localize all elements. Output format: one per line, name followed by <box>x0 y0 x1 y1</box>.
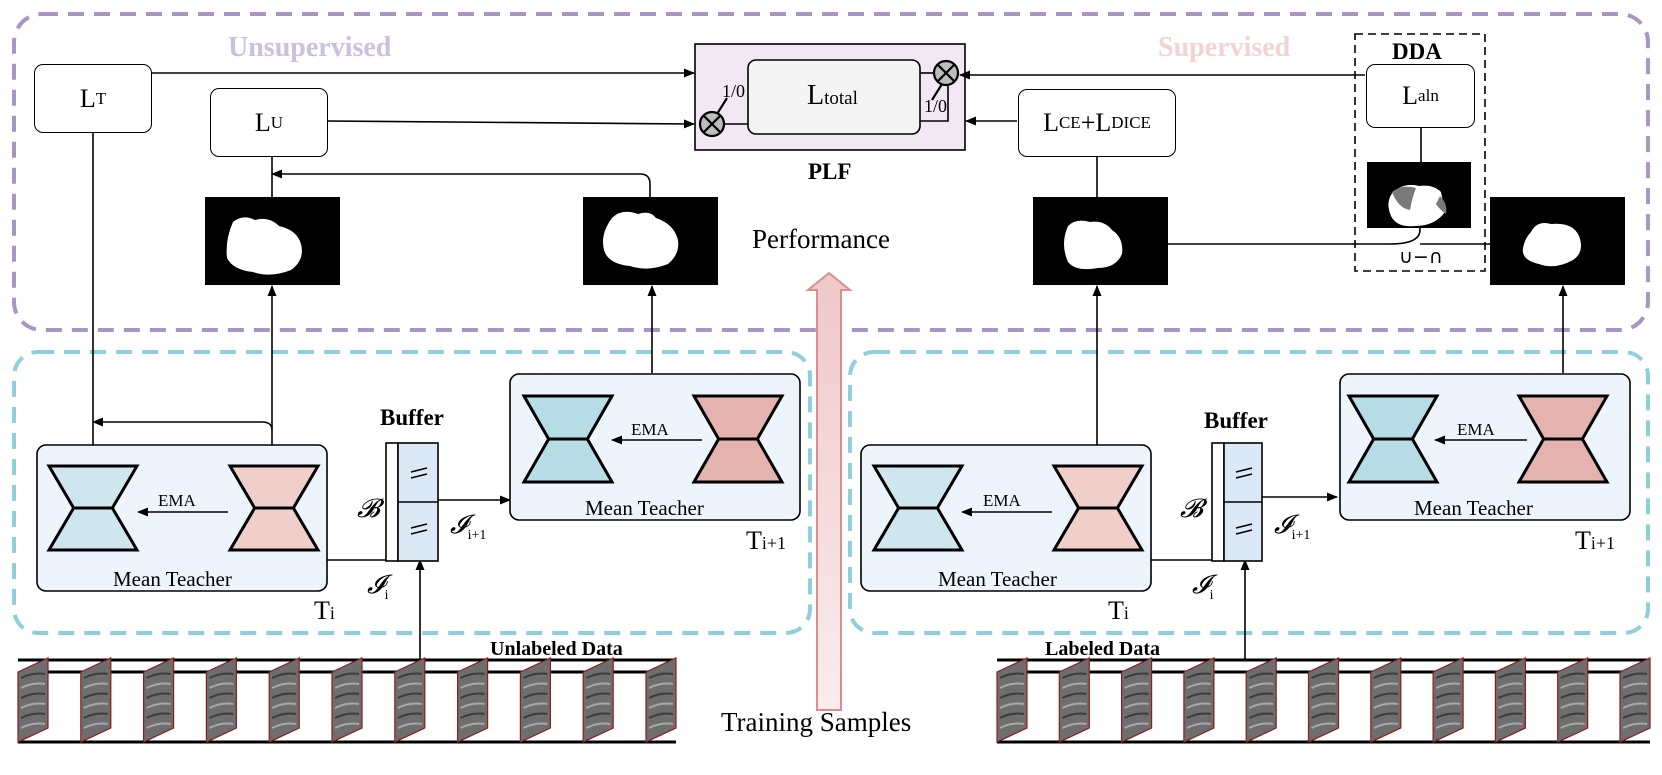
unlabeled-frame-10 <box>582 657 614 743</box>
ema-label-ti1-sup: EMA <box>1457 420 1495 439</box>
loss-lce-main: L <box>1043 108 1059 137</box>
ema-label-ti1-unsup: EMA <box>631 420 669 439</box>
plf-switch-right <box>931 59 960 101</box>
dda-overlap-image <box>1388 184 1447 227</box>
training-samples-label: Training Samples <box>721 707 912 737</box>
loss-lt-sub: T <box>95 88 107 108</box>
labeled-frame-4 <box>1183 657 1215 743</box>
labeled-frame-3 <box>1121 657 1153 743</box>
buffer-title-sup: Buffer <box>1204 408 1268 433</box>
labeled-frame-8 <box>1432 657 1464 743</box>
unlabeled-frame-2 <box>80 657 112 743</box>
buffer-in-label-unsup: 𝓘i <box>367 570 389 604</box>
labeled-frame-5 <box>1245 657 1277 743</box>
blob-sup <box>1064 220 1123 270</box>
labeled-frame-10 <box>1557 657 1589 743</box>
unlabeled-frame-11 <box>645 657 677 743</box>
labeled-frames <box>996 657 1651 744</box>
buffer-title-unsup: Buffer <box>380 405 444 430</box>
loss-ldice-sub: DICE <box>1111 113 1151 132</box>
loss-ltotal-main: L <box>807 80 825 111</box>
dda-title: DDA <box>1392 39 1442 64</box>
loss-lce-sub: CE <box>1058 113 1081 132</box>
teacher-hourglass-ti1-unsup <box>521 394 615 484</box>
unlabeled-frame-7 <box>394 657 426 743</box>
unlabeled-frame-9 <box>519 657 551 743</box>
unlabeled-data-title: Unlabeled Data <box>490 638 623 660</box>
unlabeled-frame-4 <box>205 657 237 743</box>
unsupervised-training-region <box>12 350 812 635</box>
teacher-hourglass-ti1-sup <box>1346 394 1440 484</box>
dda-union-minus-intersection: ∪−∩ <box>1399 246 1443 268</box>
labeled-frame-1 <box>996 657 1028 743</box>
labeled-frame-2 <box>1058 657 1090 743</box>
ema-label-ti-unsup: EMA <box>158 491 196 510</box>
plf-label: PLF <box>808 159 852 184</box>
loss-ltotal: Ltotal <box>807 82 858 110</box>
region-label-supervised: Supervised <box>1158 32 1291 63</box>
unlabeled-frames <box>17 657 677 744</box>
mean-teacher-label-ti-unsup: Mean Teacher <box>113 567 232 591</box>
performance-arrow <box>805 271 853 711</box>
ti-label-unsup: Ti <box>314 596 335 625</box>
unlabeled-frame-1 <box>17 657 49 743</box>
unlabeled-frame-3 <box>143 657 175 743</box>
labeled-frame-9 <box>1494 657 1526 743</box>
buffer-in-label-sup: 𝓘i <box>1192 570 1214 604</box>
loss-lu-main: L <box>254 107 271 137</box>
region-label-unsupervised: Unsupervised <box>228 32 392 63</box>
loss-laln-main: L <box>1402 81 1419 110</box>
loss-lu-sub: U <box>270 112 284 132</box>
ti1-label-sup: Ti+1 <box>1575 526 1616 555</box>
mean-teacher-label-ti1-unsup: Mean Teacher <box>585 496 704 520</box>
unlabeled-frame-6 <box>331 657 363 743</box>
buffer-unsup <box>385 442 439 562</box>
loss-plus: + <box>1080 108 1096 137</box>
supervised-training-region <box>848 350 1650 635</box>
labeled-frame-6 <box>1307 657 1340 743</box>
plf-right-ratio: 1/0 <box>924 96 948 116</box>
student-hourglass-ti1-sup <box>1516 394 1610 484</box>
performance-label: Performance <box>752 224 890 254</box>
arrow-student-to-teacher-side <box>92 417 273 431</box>
loss-ldice-main: L <box>1095 108 1112 137</box>
mean-teacher-label-ti1-sup: Mean Teacher <box>1414 496 1533 520</box>
labeled-frame-11 <box>1619 657 1651 743</box>
loss-lt-main: L <box>79 83 96 113</box>
student-hourglass-ti1-unsup <box>691 394 785 484</box>
buffer-sup <box>1211 442 1263 562</box>
ti1-label-unsup: Ti+1 <box>746 526 787 555</box>
unlabeled-frame-5 <box>268 657 300 743</box>
buffer-out-label-unsup: 𝓘i+1 <box>450 510 487 544</box>
student-hourglass-ti-sup <box>1051 464 1145 552</box>
loss-laln-sub: aln <box>1418 86 1439 105</box>
mean-teacher-label-ti-sup: Mean Teacher <box>938 567 1057 591</box>
arrow-lu-to-plf <box>325 119 695 129</box>
blob-lu <box>226 217 302 275</box>
labeled-data-title: Labeled Data <box>1045 638 1160 660</box>
plf-left-ratio: 1/0 <box>722 81 746 101</box>
ema-label-ti-sup: EMA <box>983 491 1021 510</box>
blob-sup-right <box>1522 223 1581 267</box>
arrow-mask-to-lu <box>271 169 651 197</box>
teacher-hourglass-ti-sup <box>871 464 965 552</box>
buffer-set-symbol-sup: 𝓑 <box>1180 494 1203 523</box>
ti-label-sup: Ti <box>1108 596 1129 625</box>
buffer-set-symbol-unsup: 𝓑 <box>357 494 380 523</box>
blob-teacher-u <box>603 211 679 269</box>
labeled-frame-7 <box>1370 657 1402 743</box>
unlabeled-frame-8 <box>457 657 489 743</box>
teacher-hourglass-ti-unsup <box>46 464 140 552</box>
dda-box <box>1354 33 1486 272</box>
loss-ltotal-sub: total <box>824 88 858 109</box>
student-hourglass-ti-unsup <box>227 464 321 552</box>
buffer-out-label-sup: 𝓘i+1 <box>1274 510 1311 544</box>
